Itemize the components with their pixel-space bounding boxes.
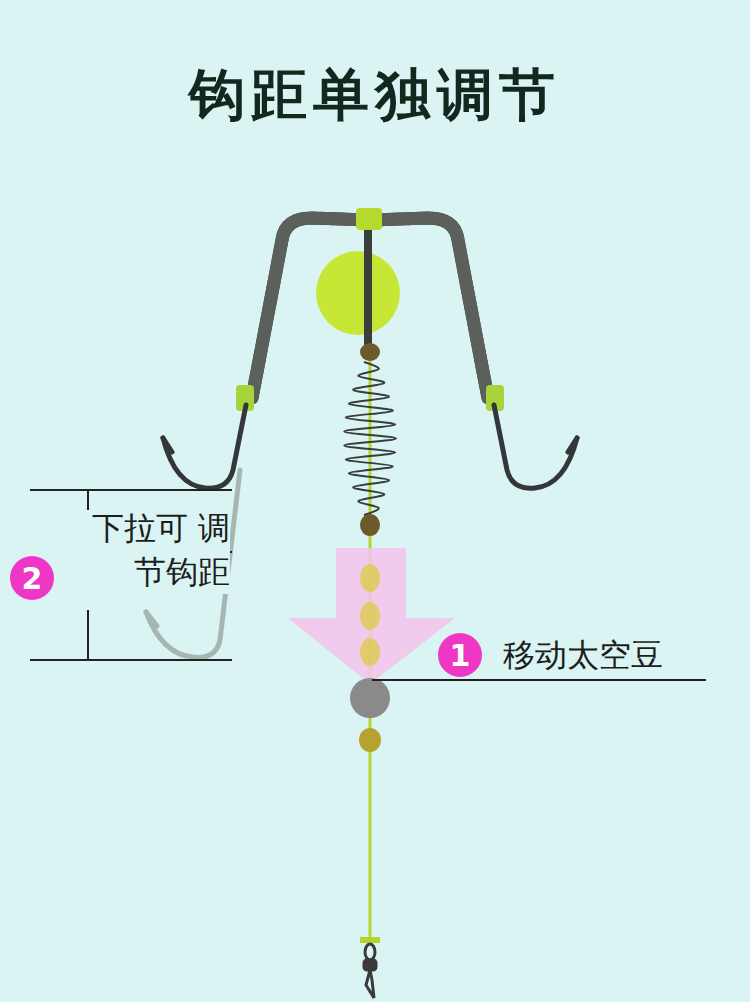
ghost-beads: [360, 564, 380, 666]
stopper-beads: [360, 343, 380, 536]
olive-bead: [359, 728, 381, 752]
spring: [344, 362, 396, 515]
dimension-label: 下拉可 调节钩距: [90, 506, 230, 594]
callout-circle: 1: [438, 633, 482, 677]
callout-number: 2: [22, 561, 43, 596]
top-clip: [356, 208, 382, 230]
dimension-lines: [30, 490, 232, 660]
spring-coil: [344, 362, 396, 515]
hooks: [163, 405, 577, 488]
move-arrow: [288, 548, 455, 684]
title: 钩距单独调节: [0, 58, 750, 134]
float-disc: [316, 251, 400, 335]
callout-circle: 2: [10, 556, 54, 600]
swivel: [360, 940, 380, 998]
callout-label: 移动太空豆: [503, 633, 723, 677]
leader-line: [372, 679, 706, 681]
space-bean: [350, 678, 390, 718]
callout-number: 1: [450, 638, 471, 673]
